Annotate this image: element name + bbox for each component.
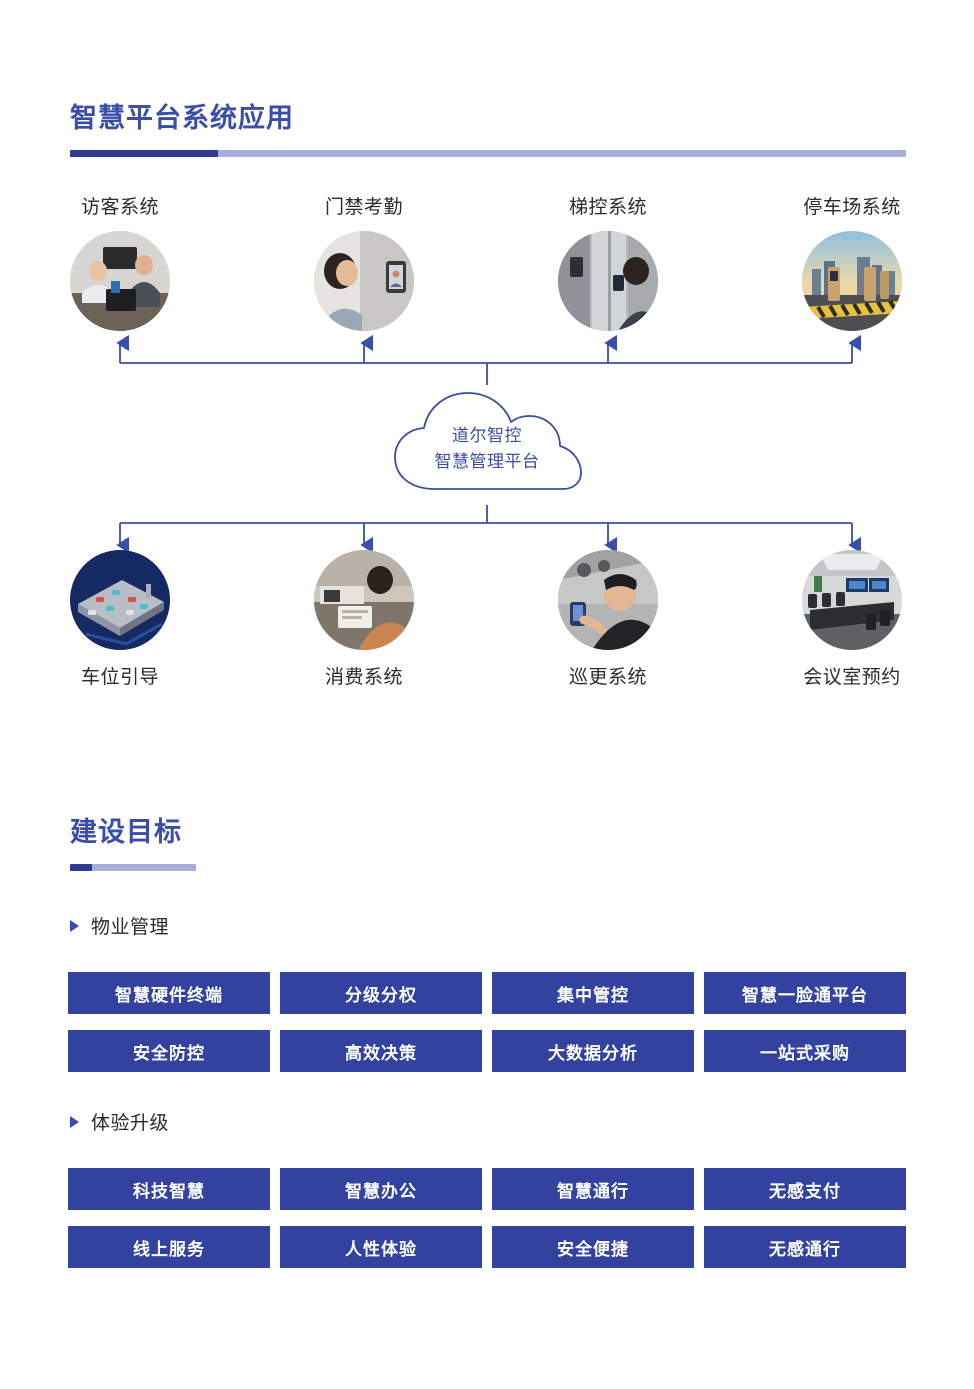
cloud-label-line2: 智慧管理平台 [434, 452, 540, 471]
goal-chip[interactable]: 高效决策 [280, 1030, 482, 1072]
goal-chip-grid-property-management: 智慧硬件终端 分级分权 集中管控 智慧一脸通平台 安全防控 高效决策 大数据分析… [68, 972, 906, 1072]
platform-architecture-diagram: 访客系统 门禁考勤 [0, 180, 974, 700]
node-label: 梯控系统 [568, 197, 647, 218]
section-rule-goals [70, 864, 196, 871]
goal-group-label: 物业管理 [91, 917, 170, 938]
parking-space-guidance-photo [70, 550, 170, 650]
goal-chip[interactable]: 大数据分析 [492, 1030, 694, 1072]
goal-chip-grid-experience-upgrade: 科技智慧 智慧办公 智慧通行 无感支付 线上服务 人性体验 安全便捷 无感通行 [68, 1168, 906, 1268]
diagram-node-space-guidance[interactable]: 车位引导 [20, 550, 220, 689]
page-title-construction-goals: 建设目标 [70, 817, 182, 847]
consumption-payment-photo [314, 550, 414, 650]
goal-chip[interactable]: 智慧通行 [492, 1168, 694, 1210]
cloud-icon [394, 392, 582, 490]
meeting-room-photo [802, 550, 902, 650]
goal-group-heading-property-management: 物业管理 [70, 912, 169, 939]
node-label: 巡更系统 [568, 667, 647, 688]
diagram-node-consumption[interactable]: 消费系统 [264, 550, 464, 689]
goal-chip[interactable]: 人性体验 [280, 1226, 482, 1268]
node-label: 访客系统 [80, 197, 159, 218]
node-label: 消费系统 [324, 667, 403, 688]
goal-chip[interactable]: 科技智慧 [68, 1168, 270, 1210]
diagram-node-elevator-control[interactable]: 梯控系统 [508, 192, 708, 331]
diagram-node-patrol[interactable]: 巡更系统 [508, 550, 708, 689]
goal-group-heading-experience-upgrade: 体验升级 [70, 1108, 169, 1135]
diagram-node-access-attendance[interactable]: 门禁考勤 [264, 192, 464, 331]
goal-chip[interactable]: 安全防控 [68, 1030, 270, 1072]
goal-group-label: 体验升级 [91, 1113, 170, 1134]
goal-chip[interactable]: 智慧一脸通平台 [704, 972, 906, 1014]
diagram-node-visitor[interactable]: 访客系统 [20, 192, 220, 331]
diagram-node-parking-system[interactable]: 停车场系统 [752, 192, 952, 331]
node-label: 门禁考勤 [324, 197, 403, 218]
goal-chip[interactable]: 无感通行 [704, 1226, 906, 1268]
section-rule-platform [70, 150, 906, 157]
goal-chip[interactable]: 线上服务 [68, 1226, 270, 1268]
triangle-bullet-icon [70, 1115, 79, 1128]
page-title-platform-application: 智慧平台系统应用 [70, 103, 294, 133]
goal-chip[interactable]: 一站式采购 [704, 1030, 906, 1072]
section-rule-fill [70, 150, 218, 157]
node-label: 停车场系统 [803, 197, 901, 218]
node-label: 会议室预约 [803, 667, 901, 688]
diagram-node-meeting-room[interactable]: 会议室预约 [752, 550, 952, 689]
goal-chip[interactable]: 集中管控 [492, 972, 694, 1014]
parking-barrier-gate-photo [802, 231, 902, 331]
goal-chip[interactable]: 无感支付 [704, 1168, 906, 1210]
cloud-label-line1: 道尔智控 [452, 426, 522, 445]
patrol-inspection-photo [558, 550, 658, 650]
goal-chip[interactable]: 安全便捷 [492, 1226, 694, 1268]
elevator-control-photo [558, 231, 658, 331]
goal-chip[interactable]: 智慧硬件终端 [68, 972, 270, 1014]
node-label: 车位引导 [80, 667, 159, 688]
triangle-bullet-icon [70, 919, 79, 932]
reception-visitor-photo [70, 231, 170, 331]
center-cloud-node[interactable]: 道尔智控 智慧管理平台 [387, 385, 587, 505]
section-rule-fill [70, 864, 92, 871]
cloud-label: 道尔智控 智慧管理平台 [387, 423, 587, 475]
face-recognition-door-photo [314, 231, 414, 331]
goal-chip[interactable]: 智慧办公 [280, 1168, 482, 1210]
goal-chip[interactable]: 分级分权 [280, 972, 482, 1014]
